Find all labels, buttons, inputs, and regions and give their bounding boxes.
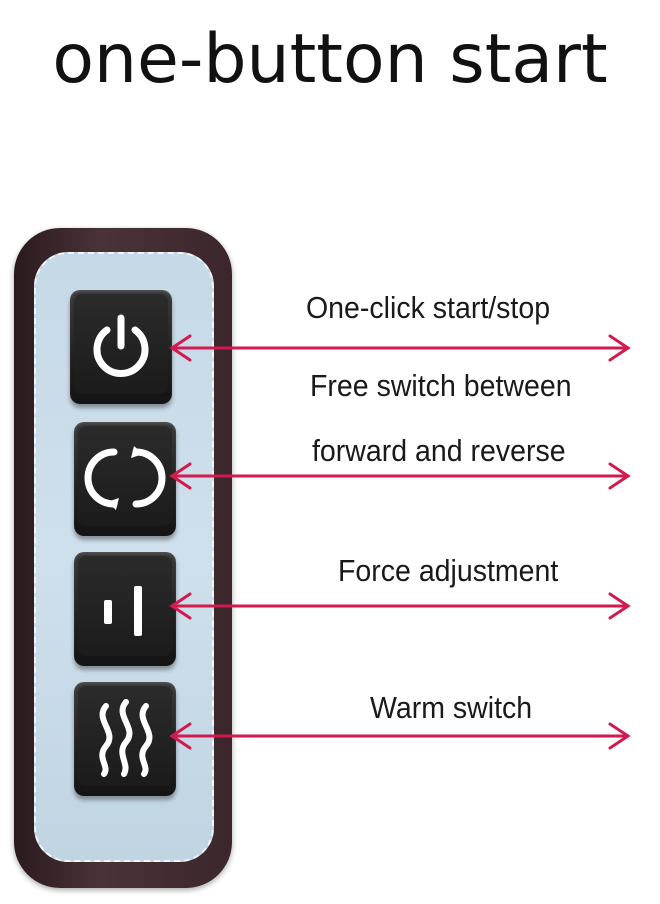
label-direction-line2: forward and reverse [312, 433, 566, 468]
label-warm: Warm switch [370, 690, 533, 725]
label-start-stop: One-click start/stop [306, 290, 551, 325]
arrow-start-stop [169, 334, 631, 362]
heat-waves-icon [99, 699, 153, 777]
page-title: one-button start [52, 20, 608, 99]
arrow-direction [169, 462, 631, 490]
power-icon [93, 314, 149, 377]
warm-button[interactable] [74, 682, 176, 796]
direction-button[interactable] [74, 422, 176, 536]
level-bars-icon [104, 586, 142, 636]
arrow-warm [169, 722, 631, 750]
force-button[interactable] [74, 552, 176, 666]
power-button[interactable] [70, 290, 172, 404]
label-force: Force adjustment [338, 553, 559, 588]
label-direction-line1: Free switch between [310, 368, 572, 403]
cycle-arrows-icon [84, 446, 166, 510]
arrow-force [169, 592, 631, 620]
